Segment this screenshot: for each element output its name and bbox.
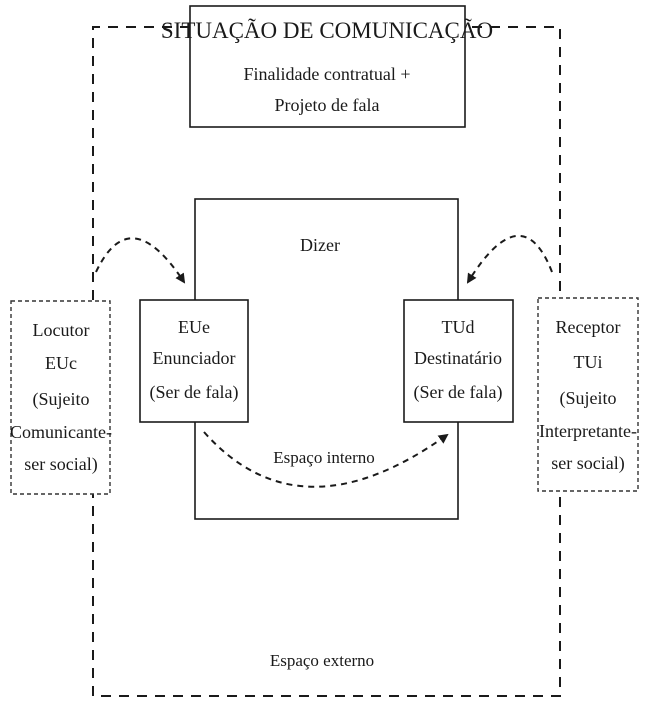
receptor-line4: Interpretante- [539,421,637,441]
inner-label-dizer: Dizer [300,235,340,255]
arrow-locutor-to-eue [95,237,186,284]
situation-title: SITUAÇÃO DE COMUNICAÇÃO [161,18,493,43]
situation-box [189,5,466,128]
eue-line3: (Ser de fala) [150,382,239,403]
receptor-box [537,297,639,492]
locutor-line2: EUc [45,353,77,373]
outer-space-frame [92,26,561,697]
eue-box [139,299,249,423]
tud-box [403,299,514,423]
eue-line1: EUe [178,317,210,337]
receptor-line5: ser social) [551,453,624,474]
receptor-line3: (Sujeito [560,388,617,409]
eue-line2: Enunciador [153,348,236,368]
inner-label-space: Espaço interno [273,448,375,467]
arrow-receptor-to-tud [466,234,553,284]
receptor-line2: TUi [574,352,603,372]
locutor-line1: Locutor [33,320,90,340]
situation-subtitle-line2: Projeto de fala [275,95,380,115]
tud-line1: TUd [442,317,475,337]
locutor-line3: (Sujeito [33,389,90,410]
locutor-line5: ser social) [24,454,97,475]
situation-subtitle-line1: Finalidade contratual + [243,64,410,84]
locutor-line4: Comunicante- [10,422,112,442]
arrow-eue-to-tud [203,431,449,488]
outer-label-space: Espaço externo [270,651,374,670]
locutor-box [10,300,111,495]
receptor-line1: Receptor [556,317,621,337]
tud-line2: Destinatário [414,348,502,368]
tud-line3: (Ser de fala) [414,382,503,403]
